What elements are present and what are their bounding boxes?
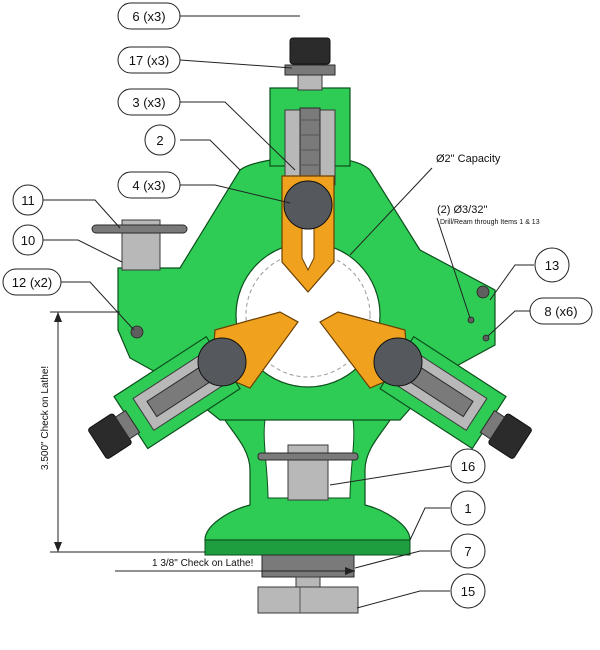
drill-hole-1 [467, 316, 475, 324]
callout-12: 12 (x2) [2, 268, 62, 296]
top-jaw-arm [269, 37, 351, 293]
callout-17: 17 (x3) [117, 46, 181, 74]
svg-text:7: 7 [464, 544, 471, 559]
clamp-block [257, 586, 359, 614]
drill-note-line1: (2) Ø3/32" [437, 204, 487, 216]
svg-text:2: 2 [156, 133, 163, 148]
top-knob [289, 37, 331, 65]
callout-2: 2 [144, 124, 176, 156]
width-check-label: 1 3/8" Check on Lathe! [152, 558, 253, 569]
svg-text:11: 11 [21, 193, 35, 208]
callout-11: 11 [12, 184, 44, 216]
svg-text:15: 15 [461, 584, 475, 599]
callout-6: 6 (x3) [117, 2, 181, 30]
capacity-circle [245, 252, 371, 378]
top-washer [284, 64, 336, 76]
svg-text:4 (x3): 4 (x3) [132, 178, 165, 193]
lower-right-jaw [319, 311, 423, 389]
svg-text:12 (x2): 12 (x2) [12, 275, 52, 290]
height-check-label: 3.500" Check on Lathe! [40, 366, 51, 470]
lower-left-ball [197, 337, 247, 387]
leader-lines [40, 15, 534, 609]
drill-hole-2 [482, 334, 490, 342]
height-dimension: 3.500" Check on Lathe! [40, 311, 205, 553]
pin-hole-13 [476, 285, 490, 299]
svg-text:16: 16 [461, 459, 475, 474]
callout-13: 13 [534, 247, 570, 283]
svg-text:1: 1 [464, 501, 471, 516]
callout-15: 15 [450, 573, 486, 609]
callout-3: 3 (x3) [117, 88, 181, 116]
callout-16: 16 [450, 448, 486, 484]
callout-10: 10 [12, 224, 44, 256]
svg-text:3 (x3): 3 (x3) [132, 95, 165, 110]
svg-text:17 (x3): 17 (x3) [129, 53, 169, 68]
svg-text:13: 13 [545, 258, 559, 273]
base-foot [204, 539, 411, 556]
base-lock-pin [257, 444, 359, 501]
left-lock-pin [91, 219, 188, 271]
svg-text:10: 10 [21, 233, 35, 248]
capacity-note: Ø2" Capacity [436, 153, 501, 165]
svg-text:8 (x6): 8 (x6) [544, 304, 577, 319]
callout-8: 8 (x6) [529, 297, 593, 325]
base-assembly [204, 394, 411, 614]
callout-7: 7 [450, 533, 486, 569]
width-dimension: 1 3/8" Check on Lathe! [115, 558, 355, 575]
callout-4: 4 (x3) [117, 171, 181, 199]
lower-right-ball [373, 337, 423, 387]
pin-hole-12 [130, 325, 144, 339]
clamp-plate [261, 554, 355, 578]
callout-1: 1 [450, 490, 486, 526]
lower-left-jaw [197, 311, 299, 389]
top-ball [283, 180, 333, 230]
clamp-stud [295, 576, 321, 588]
svg-text:6 (x3): 6 (x3) [132, 9, 165, 24]
drill-note-line2: Drill/Ream through Items 1 & 13 [440, 219, 540, 226]
